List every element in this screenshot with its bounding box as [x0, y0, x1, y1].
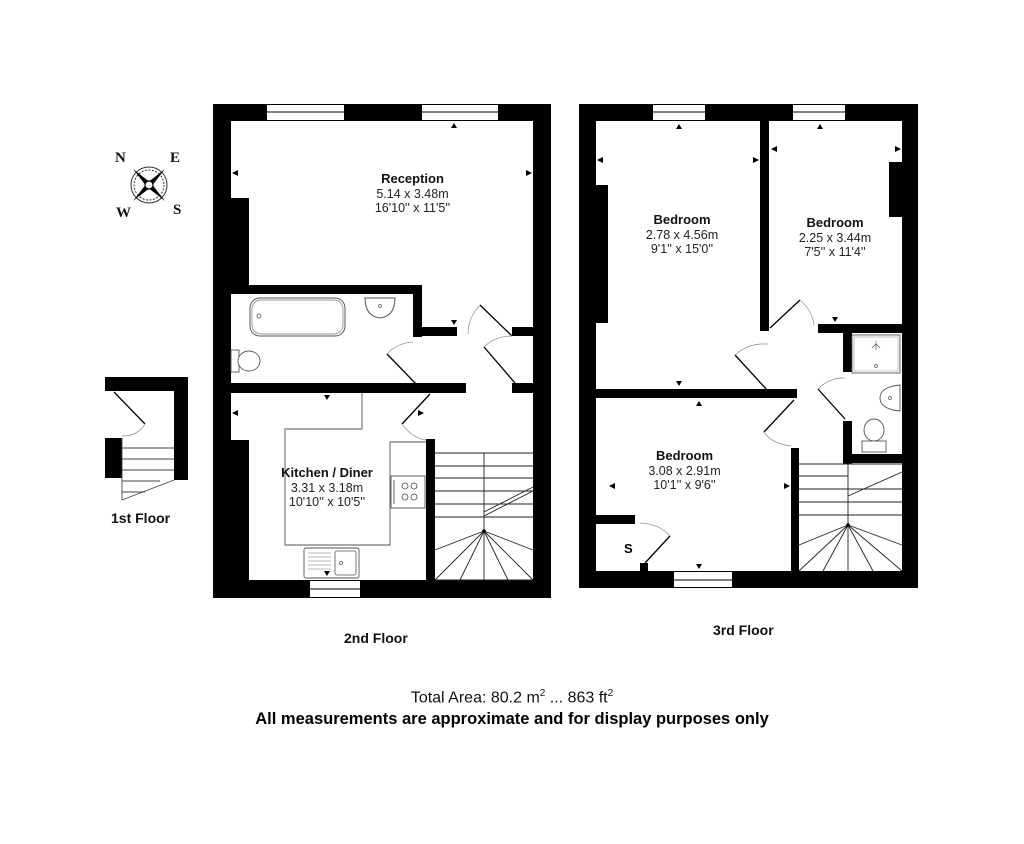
room-name: Kitchen / Diner — [281, 465, 373, 480]
room-metric: 5.14 x 3.48m — [376, 186, 449, 201]
room-metric: 3.08 x 2.91m — [648, 463, 721, 478]
total-area-imperial: ... 863 ft — [545, 689, 608, 707]
disclaimer: All measurements are approximate and for… — [255, 710, 769, 728]
room-label-kitchen: Kitchen / Diner 3.31 x 3.18m 10'10'' x 1… — [272, 465, 382, 510]
window — [653, 105, 705, 120]
total-area-metric: Total Area: 80.2 m — [410, 689, 540, 707]
third-floor-plan — [579, 104, 918, 588]
first-floor-plan — [105, 377, 188, 501]
room-metric: 2.25 x 3.44m — [798, 230, 872, 245]
compass-north-label: N — [115, 150, 126, 166]
room-metric: 2.78 x 4.56m — [645, 227, 719, 242]
storage-label: S — [624, 541, 633, 556]
compass-west-label: W — [116, 205, 131, 221]
room-imperial: 16'10'' x 11'5'' — [374, 201, 451, 216]
room-imperial: 7'5'' x 11'4'' — [804, 245, 866, 260]
window — [422, 105, 498, 120]
room-label-reception: Reception 5.14 x 3.48m 16'10'' x 11'5'' — [340, 171, 485, 216]
room-metric: 3.31 x 3.18m — [290, 480, 364, 495]
floor-label-2nd: 2nd Floor — [344, 630, 408, 646]
total-area: Total Area: 80.2 m2 ... 863 ft2 — [0, 688, 1024, 707]
room-imperial: 10'1'' x 9'6'' — [653, 478, 716, 493]
window — [267, 105, 344, 120]
room-label-bedroom-1: Bedroom 2.78 x 4.56m 9'1'' x 15'0'' — [622, 212, 742, 257]
window — [310, 581, 360, 597]
second-floor-plan — [213, 104, 551, 598]
room-name: Reception — [381, 171, 444, 186]
room-imperial: 9'1'' x 15'0'' — [650, 242, 714, 257]
room-label-bedroom-2: Bedroom 2.25 x 3.44m 7'5'' x 11'4'' — [775, 215, 895, 260]
floor-label-3rd: 3rd Floor — [713, 622, 774, 638]
floor-label-1st: 1st Floor — [111, 510, 171, 526]
squared-superscript: 2 — [539, 688, 546, 699]
squared-superscript: 2 — [607, 688, 614, 699]
window — [793, 105, 845, 120]
room-name: Bedroom — [806, 215, 864, 230]
compass-east-label: E — [170, 150, 181, 166]
room-name: Bedroom — [653, 212, 711, 227]
room-imperial: 10'10'' x 10'5'' — [288, 495, 366, 510]
compass-rose-icon — [130, 166, 168, 204]
compass-south-label: S — [173, 202, 182, 218]
room-name: Bedroom — [655, 448, 714, 463]
window — [674, 572, 732, 587]
room-label-bedroom-3: Bedroom 3.08 x 2.91m 10'1'' x 9'6'' — [622, 448, 747, 493]
